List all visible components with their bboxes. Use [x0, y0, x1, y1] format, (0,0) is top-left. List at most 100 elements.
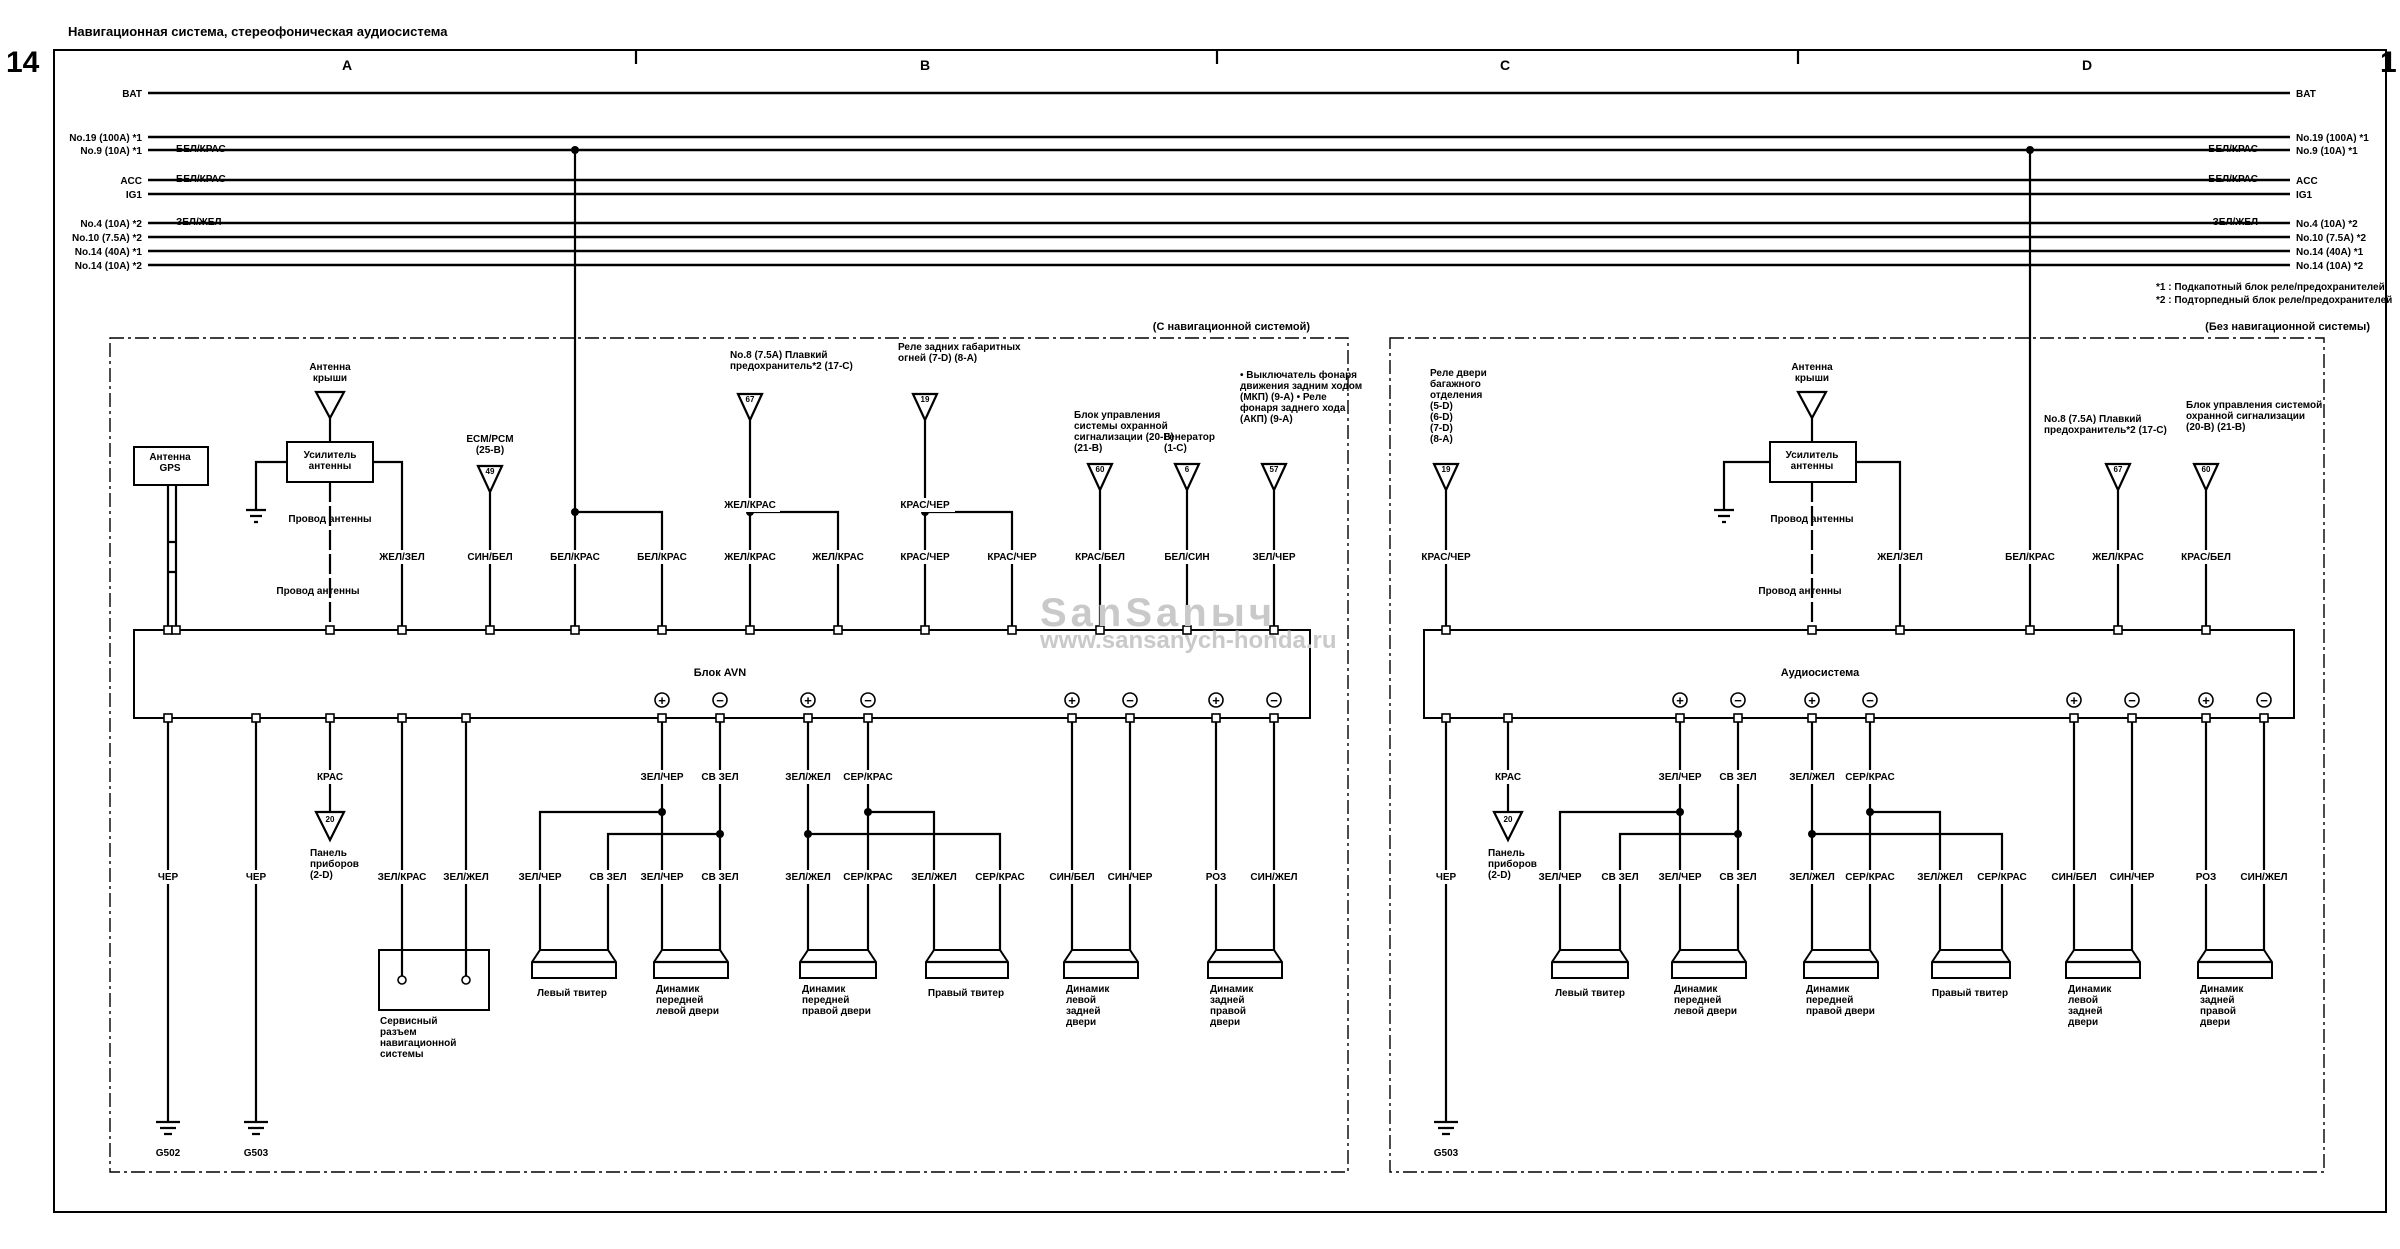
nonav-wiring	[1432, 146, 2266, 1136]
label-c60b: 60	[2202, 465, 2211, 474]
grid-letter-b: B	[920, 57, 930, 73]
wire-color-w22: ЗЕЛ/ЖЕЛ	[785, 772, 830, 783]
wire-color-w54: СЕР/КРАС	[1977, 872, 2026, 883]
svg-text:−: −	[1270, 693, 1278, 708]
spk-wires-rear-right	[2072, 718, 2266, 950]
wire-color-w56: СИН/ЧЕР	[2110, 872, 2155, 883]
grid-letter-a: A	[342, 57, 352, 73]
ecm-connector	[476, 464, 504, 630]
svg-text:−: −	[864, 693, 872, 708]
wire-color-w45: ЗЕЛ/ЖЕЛ	[1789, 772, 1834, 783]
label-c57: 57	[1270, 465, 1279, 474]
label-nonav_title: (Без навигационной системы)	[2205, 321, 2370, 333]
svg-text:+: +	[1808, 693, 1816, 708]
bus-label-left-no14a: No.14 (40A) *1	[75, 247, 143, 258]
wire-color-w43: ЗЕЛ/ЧЕР	[1658, 772, 1701, 783]
label-c6: 6	[1185, 465, 1190, 474]
wire-color-w26: ЗЕЛ/ЧЕР	[640, 872, 683, 883]
roof-antenna-icon	[314, 390, 346, 442]
wire-color-w23: СЕР/КРАС	[843, 772, 892, 783]
wire-color-w19: ЗЕЛ/ЖЕЛ	[443, 872, 488, 883]
bus-label-right-acc: ACC	[2296, 176, 2318, 187]
wire-color-w13: БЕЛ/СИН	[1164, 552, 1209, 563]
speaker-icon	[1931, 949, 2011, 979]
wire-color-w21: СВ ЗЕЛ	[701, 772, 738, 783]
wire-color-w32: СИН/БЕЛ	[1049, 872, 1094, 883]
label-ant_wire_r1: Провод антенны	[1770, 514, 1853, 525]
label-ecm: ECM/PCM(25-B)	[466, 434, 513, 456]
label-spk_r1: Левый твитер	[1555, 988, 1625, 999]
bus-wire-left-no9: БЕЛ/КРАС	[176, 144, 226, 155]
wire-color-w29: СЕР/КРАС	[843, 872, 892, 883]
svg-text:+: +	[804, 693, 812, 708]
bus-label-right-bat: BAT	[2296, 89, 2316, 100]
bus-label-right-no10: No.10 (7.5A) *2	[2296, 233, 2366, 244]
svg-text:−: −	[1126, 693, 1134, 708]
wire-color-w11: КРАС/ЧЕР	[987, 552, 1037, 563]
bus-label-right-no4: No.4 (10A) *2	[2296, 219, 2358, 230]
svg-text:+: +	[2070, 693, 2078, 708]
bus-wire-left-no4: ЗЕЛ/ЖЕЛ	[176, 217, 221, 228]
ground-g503-right	[1434, 718, 1458, 1136]
wire-color-w38: БЕЛ/КРАС	[2005, 552, 2055, 563]
label-g503b: G503	[1434, 1148, 1459, 1159]
svg-text:+: +	[658, 693, 666, 708]
wire-color-w31: СЕР/КРАС	[975, 872, 1024, 883]
bus-label-right-ig1: IG1	[2296, 190, 2313, 201]
spk-wires-front-right	[1558, 718, 2004, 950]
speaker-icon	[1207, 949, 1283, 979]
gps-shield-join	[168, 540, 176, 574]
wire-color-w7: ЖЕЛ/КРАС	[723, 552, 776, 563]
bus-wire-right-no4: ЗЕЛ/ЖЕЛ	[2213, 217, 2258, 228]
label-audio: Аудиосистема	[1781, 667, 1860, 679]
wire-color-w42: КРАС	[1495, 772, 1521, 783]
grid-letter-c: C	[1500, 57, 1510, 73]
label-c60a: 60	[1096, 465, 1105, 474]
wire-color-w40: КРАС/БЕЛ	[2181, 552, 2231, 563]
label-ant_wire_l2: Провод антенны	[276, 586, 359, 597]
svg-text:+: +	[1068, 693, 1076, 708]
spk-wires-front	[538, 718, 1002, 950]
bus-label-left-no14b: No.14 (10A) *2	[75, 261, 143, 272]
wire-color-w58: СИН/ЖЕЛ	[2240, 872, 2287, 883]
wire-color-w6: ЖЕЛ/КРАС	[723, 500, 776, 511]
wire-color-w25: СВ ЗЕЛ	[589, 872, 626, 883]
page-frame	[53, 49, 2387, 1213]
nav-wiring	[133, 146, 1288, 1136]
wire-color-w48: СВ ЗЕЛ	[1601, 872, 1638, 883]
speaker-icon	[1063, 949, 1139, 979]
svg-text:+: +	[1676, 693, 1684, 708]
ground-g503-wire	[244, 718, 268, 1136]
label-spk_l4: Правый твитер	[928, 988, 1004, 999]
wire-color-w24: ЗЕЛ/ЧЕР	[518, 872, 561, 883]
bus-label-left-no4: No.4 (10A) *2	[80, 219, 142, 230]
label-c67a: 67	[746, 395, 755, 404]
wire-color-w36: КРАС/ЧЕР	[1421, 552, 1471, 563]
label-ant_wire_r2: Провод антенны	[1758, 586, 1841, 597]
speaker-icon	[2197, 949, 2273, 979]
wire-color-w55: СИН/БЕЛ	[2051, 872, 2096, 883]
bus-label-left-no19: No.19 (100A) *1	[69, 133, 142, 144]
wire-color-w2: ЖЕЛ/ЗЕЛ	[378, 552, 424, 563]
wire-color-w47: ЗЕЛ/ЧЕР	[1538, 872, 1581, 883]
label-c20a: 20	[326, 815, 335, 824]
amp-ground-left	[246, 460, 287, 524]
bus-label-left-no10: No.10 (7.5A) *2	[72, 233, 142, 244]
bus-label-right-no9: No.9 (10A) *1	[2296, 146, 2358, 157]
